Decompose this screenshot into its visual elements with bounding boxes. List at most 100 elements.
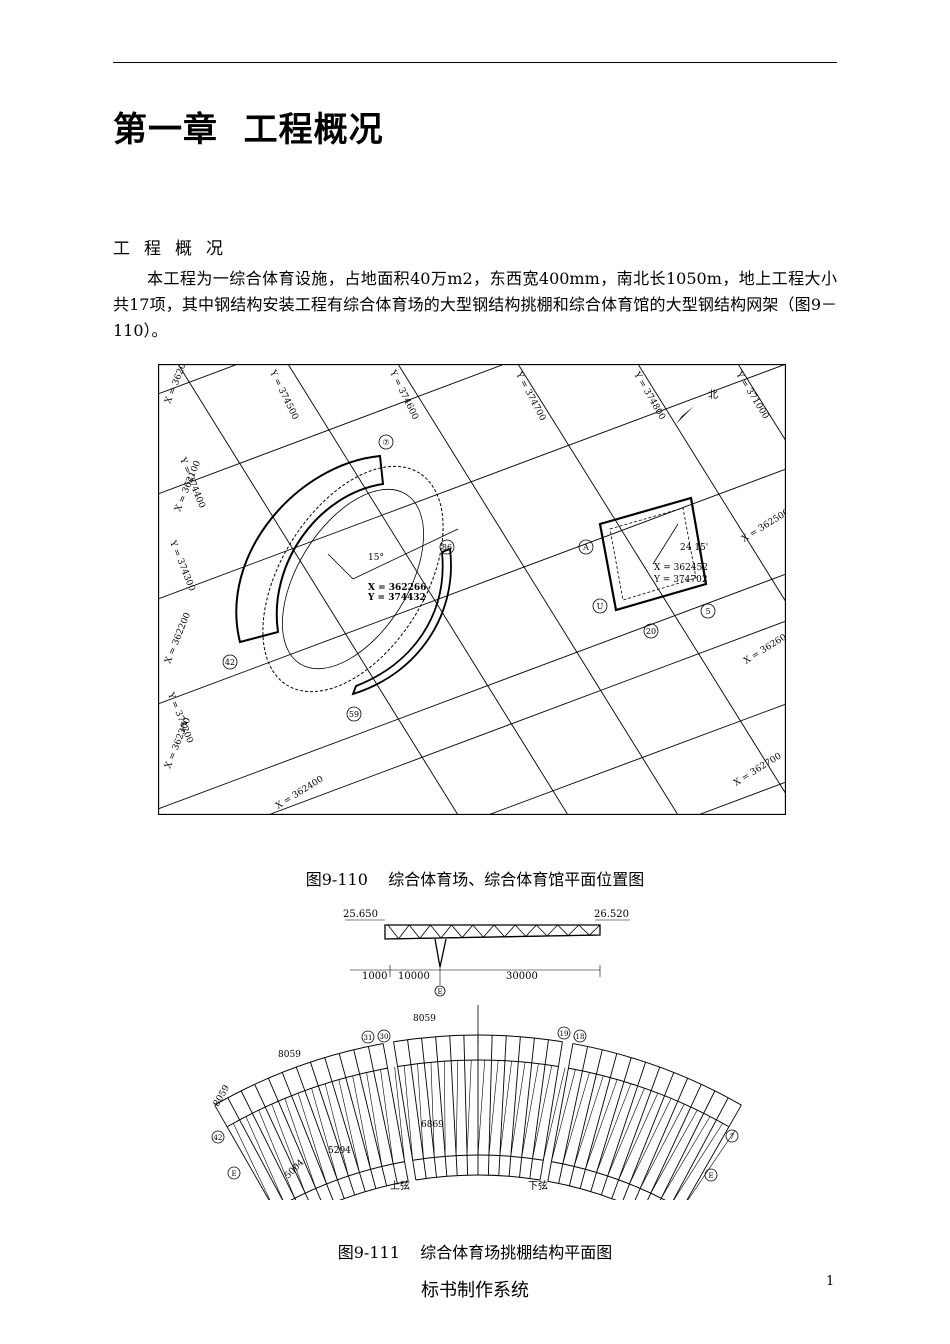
- spacing-dimension: 6869: [421, 1120, 444, 1130]
- truss-diagonal: [258, 1109, 296, 1199]
- truss-web-member: [472, 924, 484, 938]
- gym-axis-circle: [592, 598, 608, 614]
- truss-diagonal: [352, 1075, 371, 1170]
- page-footer: 标书制作系统: [421, 1280, 529, 1301]
- truss-diagonal: [585, 1079, 618, 1170]
- truss-diagonal: [430, 1062, 435, 1158]
- gym-axis-label: 20: [646, 627, 656, 636]
- truss-diagonal: [394, 1066, 405, 1162]
- truss-web-member: [430, 924, 442, 939]
- truss-web-member: [387, 924, 399, 939]
- truss-diagonal: [233, 1123, 271, 1200]
- truss-diagonal: [510, 1062, 526, 1157]
- axis-number: 18: [576, 1033, 585, 1041]
- truss-diagonal: [660, 1116, 711, 1199]
- truss-diagonal: [444, 1061, 446, 1157]
- north-arrow: [676, 406, 694, 424]
- stadium-axis-circle: [439, 539, 455, 555]
- axis-circle: [377, 1029, 391, 1043]
- truss-web-member: [514, 924, 527, 937]
- truss-web-member: [578, 924, 590, 936]
- radial-rib: [686, 1104, 742, 1200]
- spacing-dimension: 8059: [278, 1050, 301, 1060]
- stadium-axis-circle: [378, 434, 394, 450]
- gym-axis-circle: [578, 539, 594, 555]
- body-paragraph: 本工程为一综合体育设施，占地面积40万m2，东西宽400mm，南北长1050m，…: [113, 269, 837, 340]
- axis-e-label: E: [231, 1170, 236, 1178]
- radial-rib: [214, 1104, 270, 1200]
- truss-diagonal: [245, 1116, 284, 1200]
- right-elevation: 26.520: [594, 909, 629, 920]
- gym-axis-circle: [700, 603, 716, 619]
- left-elevation: 25.650: [343, 909, 378, 920]
- truss-web-member: [546, 924, 558, 937]
- dimension-label: 10000: [398, 971, 430, 982]
- gym-x-coordinate: X = 362452: [654, 563, 708, 573]
- truss-diagonal: [607, 1088, 645, 1177]
- top-chord-label: 上弦: [390, 1179, 410, 1192]
- stadium-axis-circle: [346, 706, 362, 722]
- header-rule: [113, 62, 837, 63]
- spacing-dimension: 8059: [413, 1014, 436, 1024]
- truss-web-member: [589, 924, 601, 936]
- stadium-axis-label: 42: [225, 658, 235, 667]
- stadium-axis-label: 86: [442, 543, 452, 552]
- truss-web-member: [536, 924, 548, 937]
- radial-rib: [227, 1097, 284, 1200]
- truss-diagonal: [499, 1061, 512, 1156]
- truss-web-member: [525, 924, 537, 937]
- coordinate-grid: [158, 364, 786, 815]
- axis-number: 42: [214, 1134, 223, 1142]
- axis-circle: [573, 1029, 587, 1043]
- radial-rib: [240, 1090, 297, 1200]
- dimension-label: 1000: [362, 971, 387, 982]
- truss-web-member: [451, 924, 463, 938]
- stadium-axis-label: 59: [349, 710, 359, 719]
- axis-circle: [557, 1026, 571, 1040]
- truss-diagonal: [477, 1060, 486, 1156]
- axis-circle: [361, 1030, 375, 1044]
- truss-diagonal: [573, 1075, 604, 1167]
- figure1-caption: 图9-110 综合体育场、综合体育馆平面位置图: [305, 870, 645, 889]
- truss-diagonal: [380, 1069, 394, 1164]
- axis-circle: [227, 1166, 241, 1180]
- truss-diagonal: [466, 1060, 472, 1156]
- truss-diagonal: [650, 1109, 698, 1194]
- truss-diagonal: [551, 1069, 576, 1162]
- arc-chord: [547, 1180, 617, 1200]
- page-number: 1: [826, 1274, 835, 1289]
- truss-diagonal: [639, 1103, 685, 1189]
- radial-rib: [622, 1072, 675, 1200]
- truss-web-member: [493, 924, 505, 938]
- stadium-angle-label: 15°: [368, 553, 384, 563]
- stadium-x-coordinate: X = 362266: [368, 583, 426, 593]
- truss-diagonal: [297, 1093, 327, 1185]
- truss-web-member: [408, 924, 421, 939]
- truss-diagonal: [562, 1072, 590, 1164]
- arc-chord: [339, 1180, 409, 1200]
- axis-e-label: E: [437, 988, 442, 996]
- truss-diagonal: [673, 1123, 723, 1200]
- truss-web-member: [398, 924, 410, 939]
- arc-chord: [415, 1174, 541, 1181]
- axis-e-label: E: [708, 1172, 713, 1180]
- truss-diagonal: [403, 1065, 413, 1161]
- truss-web-member: [557, 924, 569, 936]
- truss-diagonal: [338, 1079, 360, 1173]
- truss-diagonal: [596, 1083, 632, 1173]
- axis-circle: [704, 1168, 718, 1182]
- gym-axis-label: U: [597, 602, 604, 611]
- chapter-title: 第一章 工程概况: [113, 110, 384, 150]
- truss-web-member: [461, 924, 474, 938]
- spacing-dimension: 5294: [328, 1146, 351, 1156]
- truss-diagonal: [455, 1060, 459, 1156]
- stadium-axis-circle: [222, 654, 238, 670]
- radial-rib: [267, 1078, 322, 1200]
- radial-rib: [634, 1078, 689, 1200]
- spacing-dimension: 5004: [283, 1158, 306, 1181]
- truss-diagonal: [543, 1067, 566, 1161]
- axis-circle: [725, 1129, 739, 1143]
- truss-diagonal: [271, 1103, 306, 1194]
- truss-diagonal: [417, 1063, 424, 1159]
